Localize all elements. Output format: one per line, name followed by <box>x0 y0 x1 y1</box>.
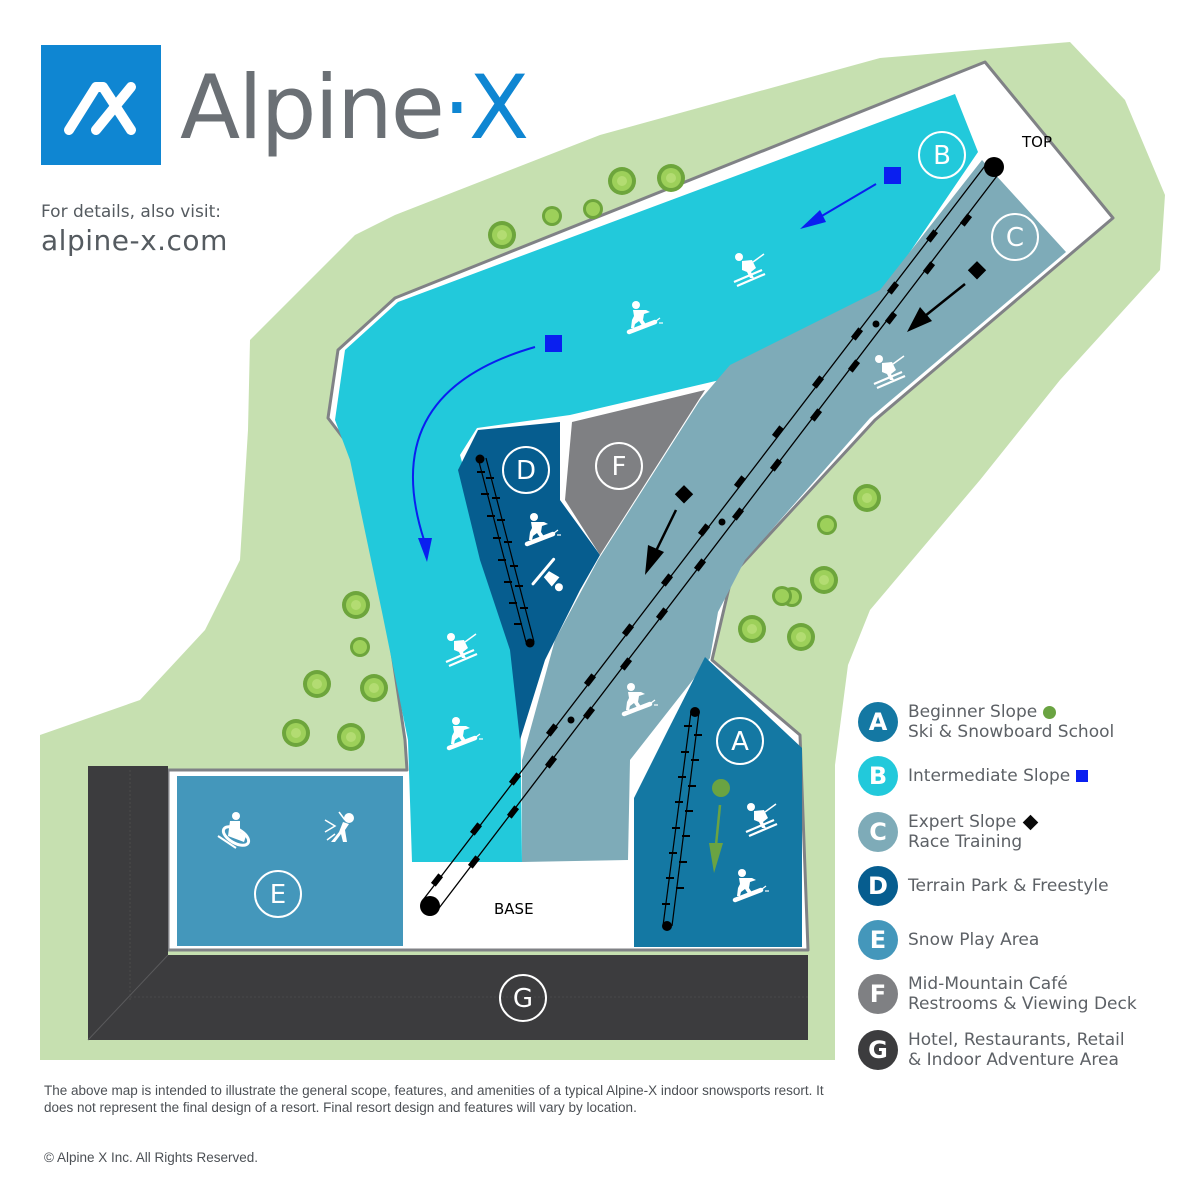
zone-label-c: C <box>1006 223 1024 253</box>
legend-item-f: F Mid-Mountain Café Restrooms & Viewing … <box>858 974 1137 1014</box>
slope-c <box>522 160 1066 862</box>
legend-item-b: B Intermediate Slope <box>858 756 1089 796</box>
slope-b <box>335 94 978 862</box>
zone-label-b: B <box>933 141 951 171</box>
area-d <box>458 422 600 740</box>
legend-line1: Mid-Mountain Café <box>908 974 1068 994</box>
zone-label-g: G <box>513 984 533 1014</box>
legend-badge-f: F <box>858 974 898 1014</box>
base-label: BASE <box>494 900 534 918</box>
activity-icons <box>217 251 907 900</box>
legend-badge-a: A <box>858 702 898 742</box>
freestyle-flip-icon <box>531 557 563 592</box>
copyright-text: © Alpine X Inc. All Rights Reserved. <box>44 1150 259 1165</box>
legend-item-g: G Hotel, Restaurants, Retail & Indoor Ad… <box>858 1030 1125 1070</box>
beginner-markers <box>709 779 730 873</box>
green-circle-icon <box>712 779 730 797</box>
blue-square-icon <box>1076 770 1089 782</box>
zone-badges <box>254 131 1039 1022</box>
visit-label: For details, also visit: <box>41 202 221 222</box>
logo-icon <box>41 45 161 165</box>
legend-line2: Restrooms & Viewing Deck <box>908 994 1137 1014</box>
legend-item-d: D Terrain Park & Freestyle <box>858 866 1109 906</box>
zone-label-f: F <box>612 452 627 482</box>
legend-line1: Hotel, Restaurants, Retail <box>908 1030 1125 1050</box>
main-chairlift <box>420 157 1004 916</box>
area-e <box>177 776 403 946</box>
legend-line1: Snow Play Area <box>908 930 1040 950</box>
brand-name-sep: · <box>442 56 471 159</box>
legend-item-c: C Expert Slope Race Training <box>858 812 1039 852</box>
snow-tubing-icon <box>217 812 251 849</box>
legend-badge-d: D <box>858 866 898 906</box>
green-circle-icon <box>1043 705 1057 719</box>
legend-line1: Terrain Park & Freestyle <box>908 876 1109 896</box>
legend-line2: & Indoor Adventure Area <box>908 1050 1119 1070</box>
zone-label-a: A <box>731 727 749 757</box>
mountain-x-logo-icon <box>64 82 136 135</box>
area-g <box>88 766 808 1040</box>
area-f <box>565 390 705 555</box>
blue-square-icon <box>884 167 901 184</box>
legend-line1: Beginner Slope <box>908 702 1038 722</box>
legend-item-e: E Snow Play Area <box>858 920 1039 960</box>
blue-square-icon <box>545 335 562 352</box>
legend-line2: Ski & Snowboard School <box>908 722 1115 742</box>
beginner-lift <box>662 707 702 931</box>
legend-badge-e: E <box>858 920 898 960</box>
brand-name-accent: X <box>468 56 529 159</box>
brand-name-main: Alpine <box>180 56 445 159</box>
legend-line1: Intermediate Slope <box>908 766 1071 786</box>
black-diamond-icon <box>1023 814 1039 830</box>
legend-badge-b: B <box>858 756 898 796</box>
legend-item-a: A Beginner Slope Ski & Snowboard School <box>858 702 1114 742</box>
black-diamond-icon <box>967 261 987 280</box>
legend-badge-c: C <box>858 812 898 852</box>
legend-line2: Race Training <box>908 832 1023 852</box>
intermediate-markers <box>411 167 901 562</box>
top-label: TOP <box>1021 133 1052 151</box>
disclaimer-text: The above map is intended to illustrate … <box>44 1083 824 1115</box>
zone-label-d: D <box>516 456 536 486</box>
website-link[interactable]: alpine-x.com <box>41 224 228 257</box>
zone-label-e: E <box>270 880 286 910</box>
legend-line1: Expert Slope <box>908 812 1017 832</box>
black-diamond-icon <box>674 485 694 504</box>
brand-name: Alpine·X <box>180 56 529 159</box>
expert-markers <box>645 261 987 575</box>
snow-angel-icon <box>324 811 354 842</box>
terrain-park-lift <box>475 454 535 648</box>
legend-badge-g: G <box>858 1030 898 1070</box>
